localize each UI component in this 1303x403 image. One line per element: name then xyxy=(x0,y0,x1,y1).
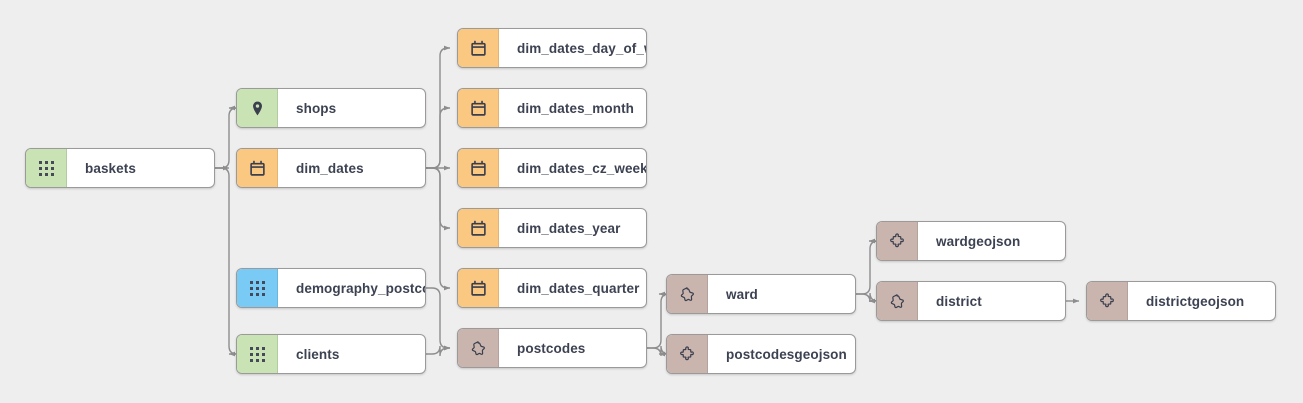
node-districtgeojson[interactable]: districtgeojson xyxy=(1086,281,1276,321)
calendar-icon xyxy=(458,89,499,127)
node-label: dim_dates_quarter xyxy=(517,280,640,296)
node-label: postcodesgeojson xyxy=(726,346,847,362)
node-dim_dates_month[interactable]: dim_dates_month xyxy=(457,88,647,128)
calendar-icon xyxy=(458,209,499,247)
node-dim_dates_day_of_we[interactable]: dim_dates_day_of_week xyxy=(457,28,647,68)
node-label: dim_dates_year xyxy=(517,220,621,236)
node-label: districtgeojson xyxy=(1146,293,1245,309)
calendar-icon xyxy=(458,29,499,67)
node-label: dim_dates_cz_week xyxy=(517,160,646,176)
node-label: shops xyxy=(296,100,337,116)
grid-icon xyxy=(26,149,67,187)
node-label: clients xyxy=(296,346,340,362)
calendar-icon xyxy=(458,149,499,187)
calendar-icon xyxy=(458,269,499,307)
node-dim_dates[interactable]: dim_dates xyxy=(236,148,426,188)
edge-dim_dates-to-dim_dates_month xyxy=(426,105,451,169)
node-postcodes[interactable]: postcodes xyxy=(457,328,647,368)
node-label: demography_postcod xyxy=(296,280,425,296)
node-baskets[interactable]: baskets xyxy=(25,148,215,188)
grid-icon xyxy=(237,335,278,373)
node-label: dim_dates xyxy=(296,160,364,176)
edge-ward-to-wardgeojson xyxy=(856,238,879,295)
node-clients[interactable]: clients xyxy=(236,334,426,374)
node-dim_dates_quarter[interactable]: dim_dates_quarter xyxy=(457,268,647,308)
edge-baskets-to-shops xyxy=(215,105,238,169)
map-pin-icon xyxy=(237,89,278,127)
polygon-icon xyxy=(877,282,918,320)
node-label: postcodes xyxy=(517,340,586,356)
edge-dim_dates-to-dim_dates_quarter xyxy=(426,167,451,291)
node-label: dim_dates_month xyxy=(517,100,635,116)
edge-baskets-to-clients xyxy=(215,167,238,357)
node-dim_dates_cz_week[interactable]: dim_dates_cz_week xyxy=(457,148,647,188)
node-postcodesgeojson[interactable]: postcodesgeojson xyxy=(666,334,856,374)
edge-demography_postcod-to-postcodes xyxy=(426,287,451,351)
node-label: district xyxy=(936,293,982,309)
node-label: wardgeojson xyxy=(936,233,1021,249)
edge-ward-to-district xyxy=(856,292,879,304)
polygon-icon xyxy=(667,275,708,313)
polygon-icon xyxy=(458,329,499,367)
node-label: baskets xyxy=(85,160,136,176)
puzzle-icon xyxy=(667,335,708,373)
node-demography_postcod[interactable]: demography_postcod xyxy=(236,268,426,308)
edge-dim_dates-to-dim_dates_day_of_we xyxy=(426,45,451,169)
node-shops[interactable]: shops xyxy=(236,88,426,128)
node-wardgeojson[interactable]: wardgeojson xyxy=(876,221,1066,261)
calendar-icon xyxy=(237,149,278,187)
node-dim_dates_year[interactable]: dim_dates_year xyxy=(457,208,647,248)
node-ward[interactable]: ward xyxy=(666,274,856,314)
node-district[interactable]: district xyxy=(876,281,1066,321)
node-label: dim_dates_day_of_week xyxy=(517,40,646,56)
node-label: ward xyxy=(726,286,758,302)
edge-clients-to-postcodes xyxy=(426,345,451,357)
puzzle-icon xyxy=(1087,282,1128,320)
grid-icon xyxy=(237,269,278,307)
puzzle-icon xyxy=(877,222,918,260)
edge-dim_dates-to-dim_dates_year xyxy=(426,167,451,231)
